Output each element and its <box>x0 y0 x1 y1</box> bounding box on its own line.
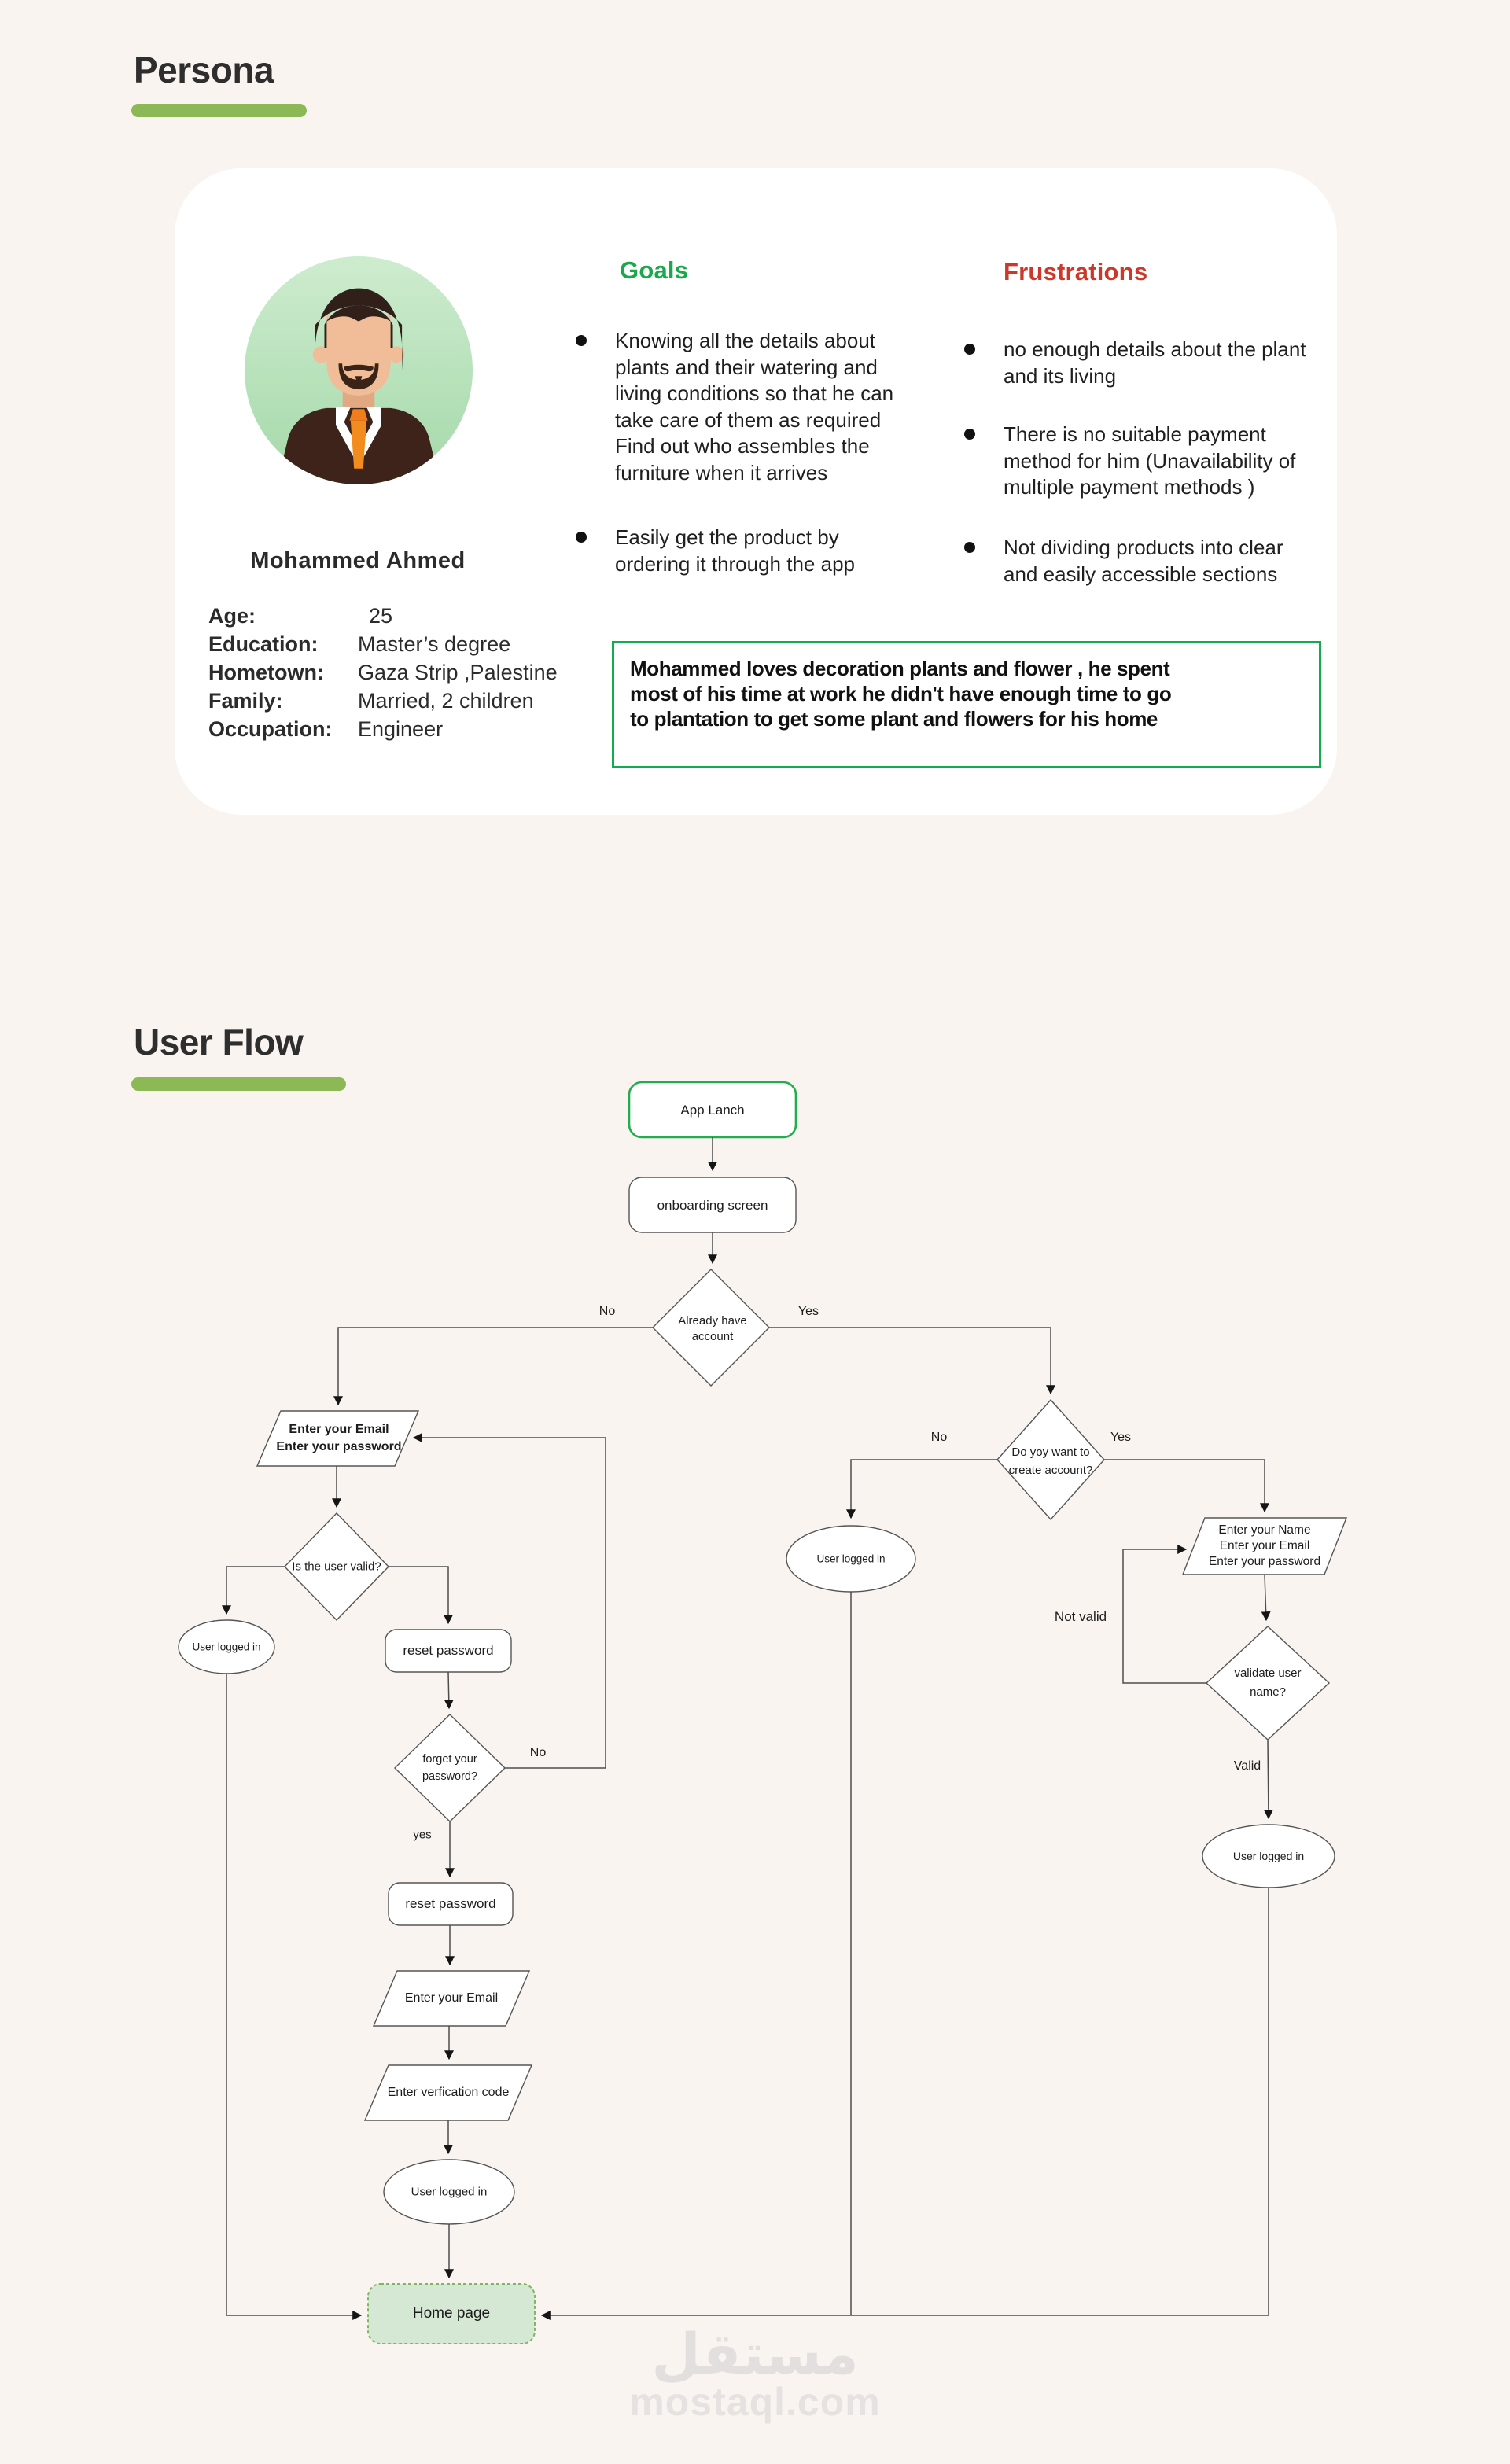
edge-loggedinright-home <box>540 1888 1269 2320</box>
label-app-launch: App Lanch <box>680 1103 745 1118</box>
detail-label: Family: <box>208 689 283 713</box>
bullet-icon <box>964 344 975 355</box>
detail-row-occupation: Occupation: Engineer <box>208 715 558 743</box>
detail-label: Hometown: <box>208 661 324 684</box>
detail-row-hometown: Hometown: Gaza Strip ,Palestine <box>208 658 558 687</box>
goal-item: Knowing all the details about plants and… <box>576 328 893 486</box>
edge-loggedinleft-home <box>226 1674 363 2320</box>
edge-label-forget-yes: yes <box>413 1828 432 1842</box>
goal-text: Easily get the product by ordering it th… <box>615 525 855 576</box>
avatar <box>245 256 473 484</box>
label-user-logged-in-mid: User logged in <box>816 1552 886 1565</box>
label-create-account: Do yoy want to create account? <box>1008 1446 1093 1477</box>
label-reset-password-1: reset password <box>403 1643 494 1658</box>
edge-label-already-no: No <box>598 1305 616 1318</box>
label-login-inputs: Enter your Email Enter your password <box>276 1423 402 1453</box>
goal-item: Easily get the product by ordering it th… <box>576 525 855 577</box>
edge-valid-no-loggedin <box>222 1566 285 1615</box>
userflow-title-underline <box>131 1077 346 1091</box>
frustration-text: There is no suitable payment method for … <box>1004 422 1296 499</box>
persona-name: Mohammed Ahmed <box>250 548 466 573</box>
persona-section-title: Persona <box>134 50 274 90</box>
edge-create-yes-signup <box>1104 1459 1269 1513</box>
goals-title: Goals <box>620 256 689 284</box>
label-user-logged-in-left: User logged in <box>192 1641 261 1653</box>
detail-value: 25 <box>369 604 393 628</box>
edge-label-already-yes: Yes <box>797 1305 819 1318</box>
persona-details: Age: 25 Education: Master’s degree Homet… <box>208 602 558 743</box>
label-forget-password: forget your password? <box>422 1753 478 1783</box>
detail-label: Age: <box>208 604 256 628</box>
persona-quote-box: Mohammed loves decoration plants and flo… <box>612 641 1321 768</box>
label-enter-verification: Enter verfication code <box>387 2086 510 2099</box>
detail-value: Married, 2 children <box>358 689 534 713</box>
label-user-logged-in-right: User logged in <box>1232 1850 1305 1862</box>
watermark-domain: mostaql.com <box>629 2380 881 2424</box>
label-enter-email: Enter your Email <box>404 1991 499 2005</box>
bullet-icon <box>964 542 975 553</box>
frustration-item: Not dividing products into clear and eas… <box>964 535 1284 587</box>
label-signup-inputs: Enter your Name Enter your Email Enter y… <box>1208 1523 1321 1568</box>
avatar-hair <box>315 288 403 370</box>
detail-value: Engineer <box>358 717 444 741</box>
edge-label-forget-no: No <box>529 1746 547 1759</box>
edge-validate-notvalid-signup <box>1122 1545 1206 1684</box>
detail-value: Master’s degree <box>358 632 511 656</box>
label-validate-user: validate user name? <box>1234 1667 1302 1699</box>
edge-label-valid: Valid <box>1233 1759 1261 1773</box>
persona-title-underline <box>131 104 307 117</box>
edge-reset-forget <box>444 1671 454 1710</box>
edge-forget-no-login <box>412 1433 606 1769</box>
edge-label-create-yes: Yes <box>1110 1431 1132 1444</box>
frustration-text: no enough details about the plant and it… <box>1004 337 1306 388</box>
label-onboarding: onboarding screen <box>657 1198 768 1213</box>
watermark: مستقل mostaql.com <box>629 2326 880 2422</box>
frustration-item: There is no suitable payment method for … <box>964 422 1295 501</box>
label-user-logged-in-bottom: User logged in <box>411 2185 488 2199</box>
detail-label: Occupation: <box>208 717 333 741</box>
label-home-page: Home page <box>412 2305 491 2322</box>
bullet-icon <box>576 532 587 543</box>
persona-card: Mohammed Ahmed Age: 25 Education: Master… <box>175 168 1337 815</box>
avatar-illustration <box>245 256 473 484</box>
label-already-have-account: Already have account <box>678 1314 747 1343</box>
userflow-section-title: User Flow <box>134 1022 304 1063</box>
avatar-tie <box>349 409 368 421</box>
watermark-arabic: مستقل <box>651 2321 859 2387</box>
edge-valid-yes-reset <box>389 1566 453 1625</box>
edge-validate-valid-loggedin <box>1263 1739 1273 1820</box>
frustration-item: no enough details about the plant and it… <box>964 337 1306 389</box>
detail-row-education: Education: Master’s degree <box>208 630 558 658</box>
edge-label-create-no: No <box>930 1431 948 1444</box>
edge-label-not-valid: Not valid <box>1054 1609 1107 1624</box>
detail-value: Gaza Strip ,Palestine <box>358 661 558 684</box>
edge-already-no-login <box>333 1327 653 1406</box>
detail-row-family: Family: Married, 2 children <box>208 687 558 715</box>
bullet-icon <box>576 335 587 346</box>
frustrations-title: Frustrations <box>1004 258 1148 285</box>
bullet-icon <box>964 429 975 440</box>
detail-row-age: Age: 25 <box>208 602 558 630</box>
edge-signup-validate <box>1261 1574 1271 1622</box>
label-is-user-valid: Is the user valid? <box>292 1560 381 1574</box>
frustration-text: Not dividing products into clear and eas… <box>1004 536 1284 586</box>
edge-create-no-loggedin <box>846 1459 997 1519</box>
edge-already-yes-create <box>769 1327 1055 1395</box>
label-reset-password-2: reset password <box>405 1896 496 1911</box>
detail-label: Education: <box>208 632 319 656</box>
goal-text: Knowing all the details about plants and… <box>615 329 894 484</box>
